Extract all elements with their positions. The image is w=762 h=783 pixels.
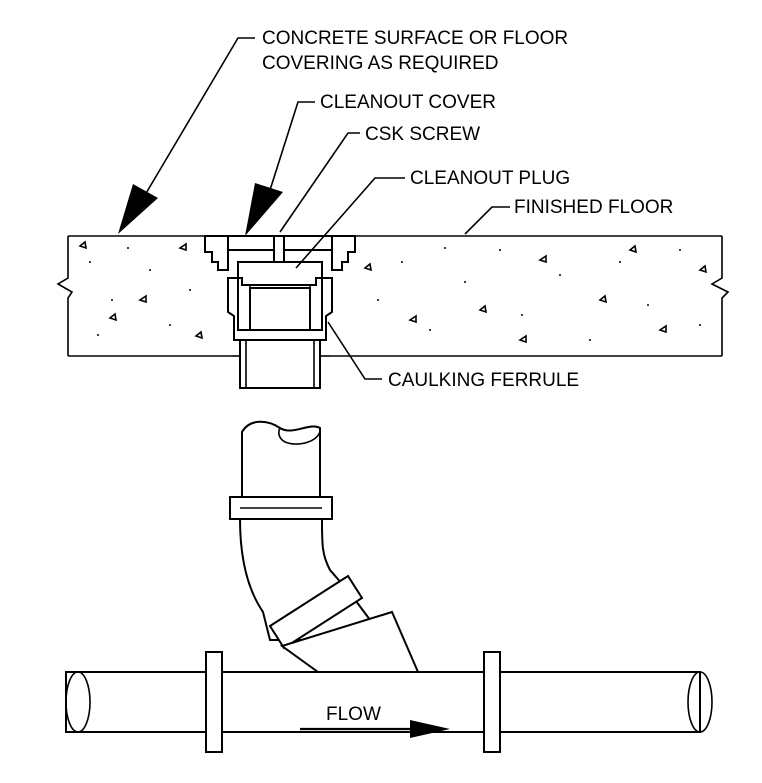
wye-branch (279, 610, 420, 673)
arrow-head-cover (245, 183, 283, 236)
pipe-end-right (687, 671, 713, 733)
flange-right (483, 651, 501, 753)
pipe-assembly: FLOW (65, 420, 713, 753)
flange-left (205, 651, 223, 753)
riser-pipe (241, 420, 321, 498)
cleanout-assembly (204, 235, 356, 389)
caulking-ferrule (227, 277, 333, 341)
callouts: CONCRETE SURFACE OR FLOOR COVERING AS RE… (262, 28, 673, 391)
aggregate-texture (78, 240, 708, 344)
arrow-head-concrete (118, 184, 158, 234)
label-concrete-line2: COVERING AS REQUIRED (262, 53, 499, 74)
flow-arrow-head (410, 720, 450, 738)
label-cleanout-plug: CLEANOUT PLUG (410, 168, 570, 189)
riser-break-section (278, 425, 321, 445)
pipe-end-left (65, 671, 91, 733)
label-concrete-line1: CONCRETE SURFACE OR FLOOR (262, 28, 568, 49)
frame-right (331, 235, 356, 271)
elbow-hub (268, 574, 364, 650)
break-line-left (56, 236, 74, 356)
label-flow: FLOW (326, 704, 381, 725)
main-pipe-right (499, 671, 701, 733)
label-caulking-ferrule: CAULKING FERRULE (388, 370, 579, 391)
drain-pipe-stub (239, 339, 321, 389)
leaders (118, 37, 510, 380)
label-cleanout-cover: CLEANOUT COVER (320, 92, 496, 113)
label-csk-screw: CSK SCREW (365, 124, 480, 145)
concrete-slab (56, 235, 730, 357)
cleanout-plug (237, 261, 323, 286)
label-finished-floor: FINISHED FLOOR (514, 197, 673, 218)
frame-left (204, 235, 229, 271)
break-line-right (710, 236, 730, 356)
